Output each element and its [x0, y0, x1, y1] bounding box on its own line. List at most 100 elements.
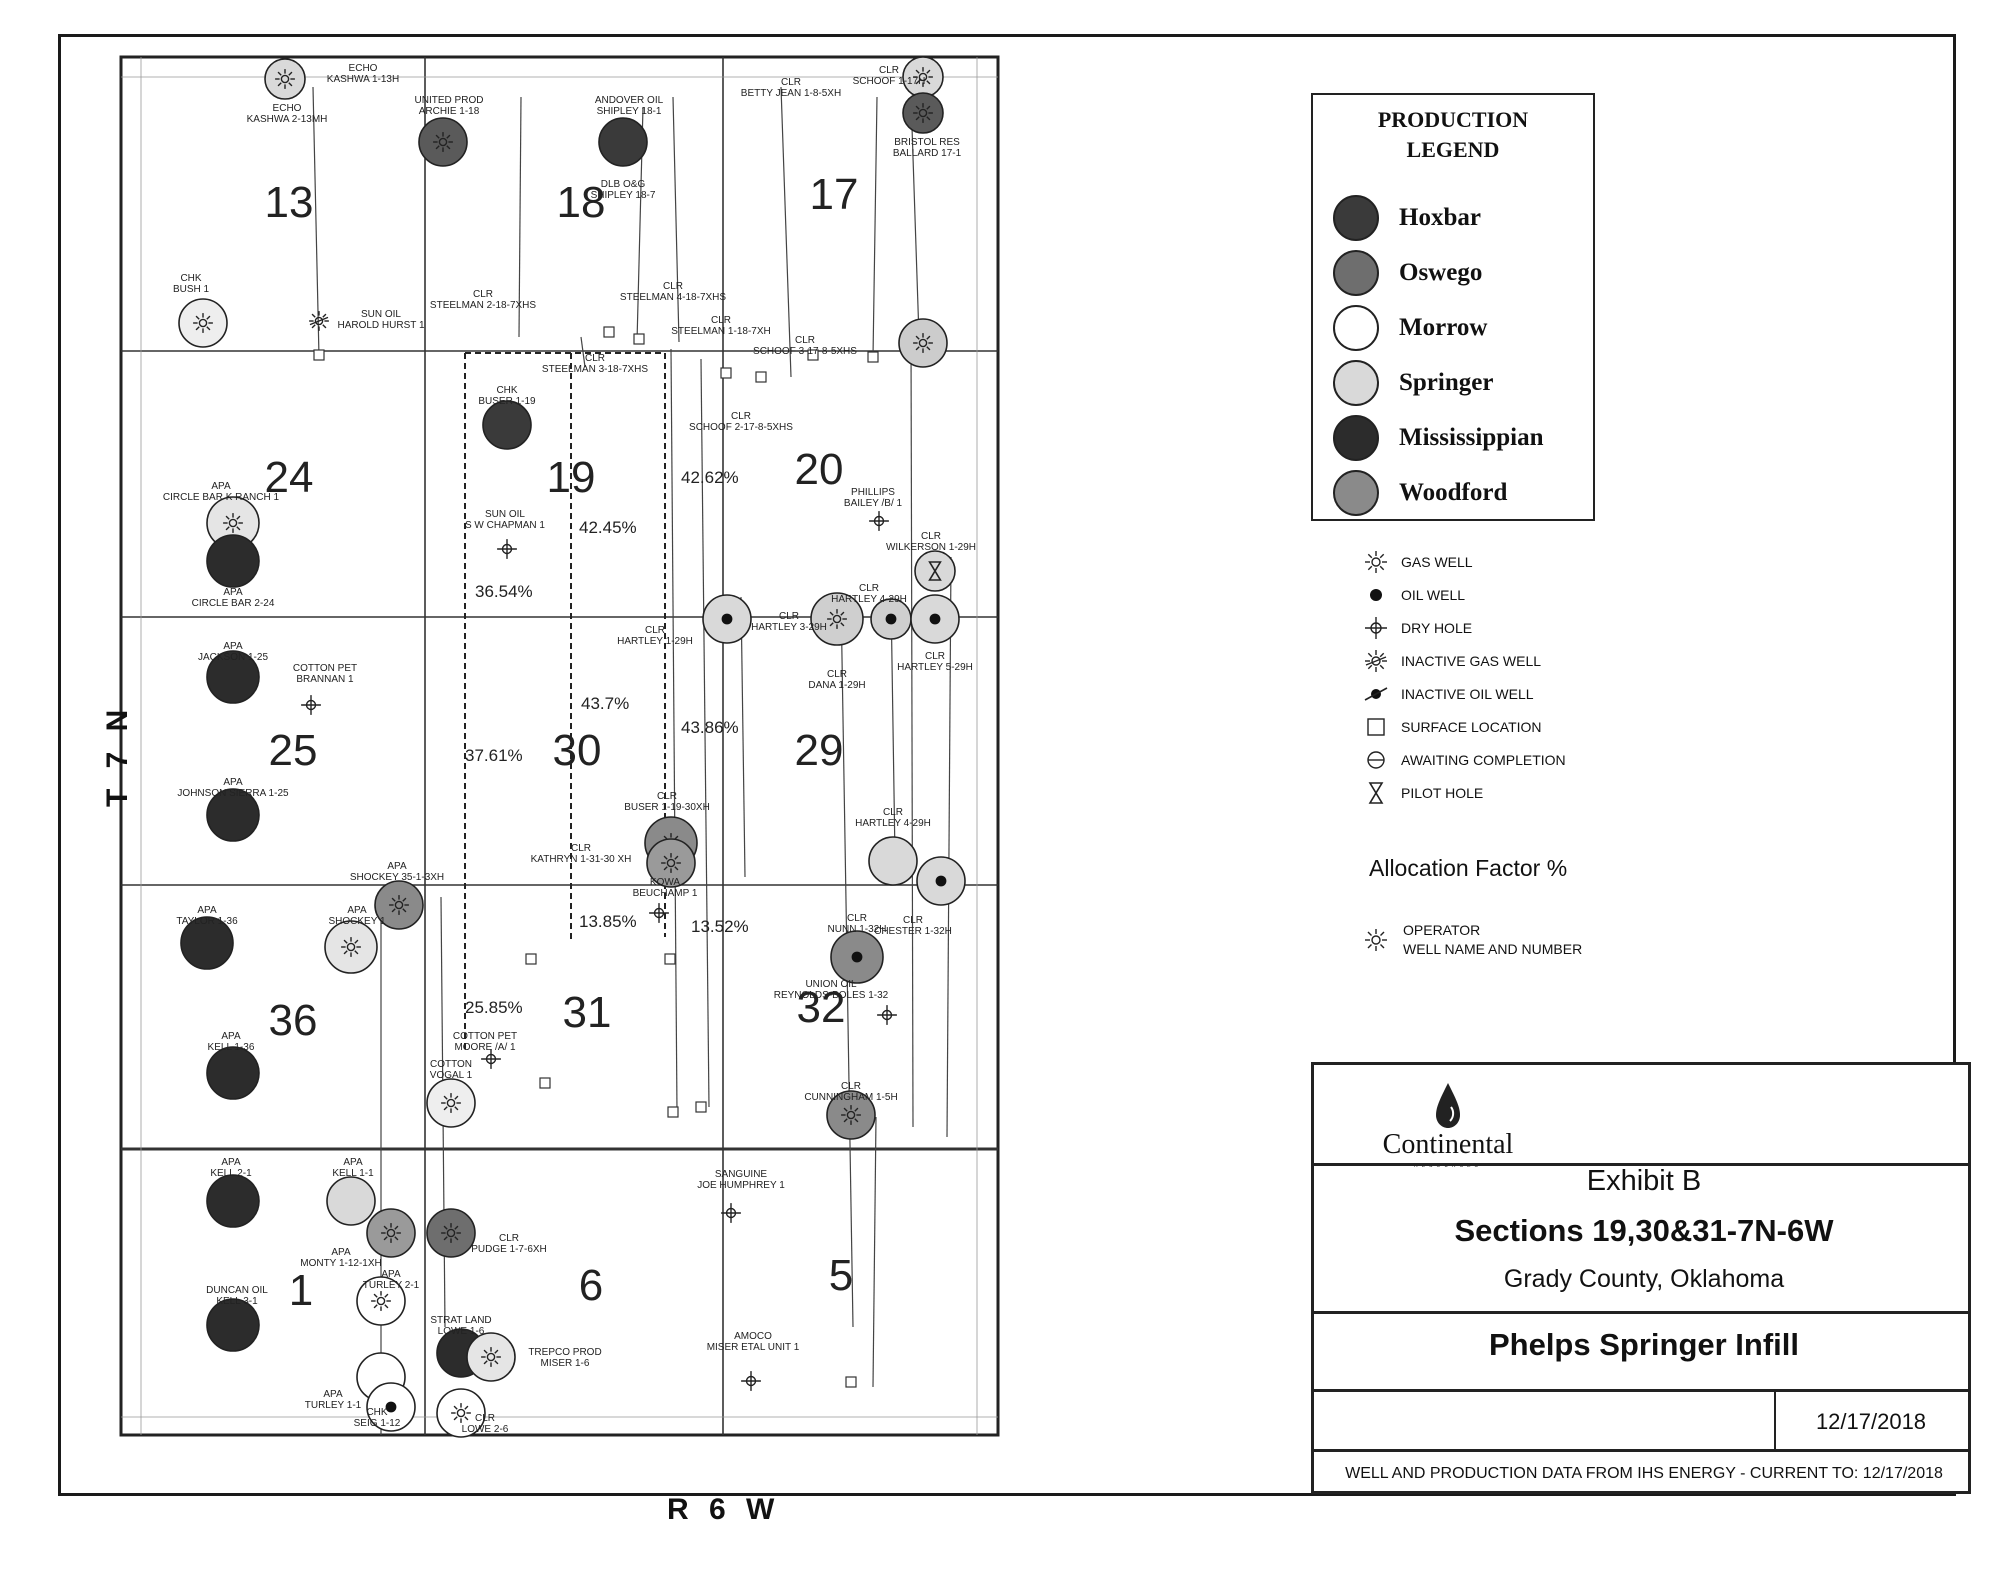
allocation-factor: 25.85%: [465, 998, 523, 1017]
well-name: TURLEY 2-1: [363, 1280, 420, 1291]
well-operator: CLR: [879, 65, 899, 76]
well-name: SHOCKEY 1: [328, 916, 385, 927]
production-circle: [206, 1046, 260, 1100]
symbol-legend-item: OIL WELL: [1361, 578, 1566, 611]
section-number: 1: [289, 1266, 313, 1315]
inactive-gas-well-icon: [309, 311, 329, 331]
symbol-legend-item: INACTIVE GAS WELL: [1361, 644, 1566, 677]
oil-well-icon: [721, 613, 733, 625]
well-operator: APA: [223, 641, 243, 652]
gas-well-icon: [841, 1105, 861, 1125]
well-operator: APA: [223, 777, 243, 788]
symbol-legend-item: AWAITING COMPLETION: [1361, 743, 1566, 776]
company-subtitle: RESOURCES: [1414, 1163, 1482, 1169]
gas-well-icon: [451, 1403, 471, 1423]
allocation-factor-label: Allocation Factor %: [1369, 855, 1568, 881]
legend-label: Hoxbar: [1399, 204, 1481, 231]
well-operator: CLR: [795, 335, 815, 346]
well-operator: COTTON PET: [293, 663, 357, 674]
well-name: PUDGE 1-7-6XH: [471, 1244, 547, 1255]
surface-location-icon: [603, 326, 615, 338]
surface-location-icon: [667, 1106, 679, 1118]
production-circle: [646, 838, 696, 888]
production-circle: [206, 1298, 260, 1352]
section-number: 13: [265, 178, 314, 227]
awaiting-completion-icon: [1367, 750, 1385, 769]
pilot-hole-icon: [1368, 781, 1384, 804]
well-name: HARTLEY 3-29H: [751, 622, 827, 633]
well-name: KATHRYN 1-31-30 XH: [531, 854, 632, 865]
company-name: Continental: [1382, 1129, 1514, 1160]
oil-well-icon: [885, 613, 897, 625]
well-operator: KOWA: [650, 877, 681, 888]
production-circle: [180, 916, 234, 970]
gas-well-icon: [381, 1223, 401, 1243]
production-circle: [366, 1208, 416, 1258]
lateral-line: [740, 596, 746, 878]
well-name: BEUCHAMP 1: [633, 888, 698, 899]
well-operator: UNITED PROD: [415, 95, 484, 106]
legend-item: Mississippian: [1333, 411, 1544, 465]
well-name: BAILEY /B/ 1: [844, 498, 903, 509]
well-name: STEELMAN 1-18-7XH: [671, 326, 770, 337]
well-operator: CLR: [921, 531, 941, 542]
allocation-factor: 36.54%: [475, 582, 533, 601]
legend-swatch: [1333, 305, 1379, 351]
dry-hole-icon: [877, 1005, 897, 1025]
allocation-factor: 13.52%: [691, 917, 749, 936]
well-name: STEELMAN 4-18-7XHS: [620, 292, 726, 303]
well-name: JACKSON 1-25: [198, 652, 268, 663]
well-operator: CLR: [847, 913, 867, 924]
symbol-legend-label: AWAITING COMPLETION: [1401, 751, 1566, 768]
lateral-line: [780, 86, 792, 378]
dry-hole-icon: [497, 539, 517, 559]
well-operator: COTTON PET: [453, 1031, 517, 1042]
inactive-oil-well-icon: [1364, 686, 1388, 701]
well-name: LOWE 2-6: [462, 1424, 509, 1435]
symbol-legend-label: INACTIVE GAS WELL: [1401, 652, 1542, 669]
gas-well-icon: [661, 853, 681, 873]
production-circle: [356, 1276, 406, 1326]
oil-well-icon: [851, 951, 863, 963]
well-operator: CLR: [475, 1413, 495, 1424]
legend-swatch: [1333, 415, 1379, 461]
well-name: CIRCLE BAR K RANCH 1: [163, 492, 280, 503]
section-number: 19: [547, 453, 596, 502]
well-name: SHIPLEY 18-1: [597, 106, 662, 117]
lateral-line: [910, 336, 914, 1128]
well-operator: CLR: [925, 651, 945, 662]
surface-location-icon: [313, 349, 325, 361]
operator-note-line2: WELL NAME AND NUMBER: [1403, 941, 1583, 957]
well-name: BUSER 1-19-30XH: [624, 802, 710, 813]
well-name: KELL 3-1: [216, 1296, 258, 1307]
oil-well-icon: [929, 613, 941, 625]
gas-well-icon: [441, 1093, 461, 1113]
production-circle: [374, 880, 424, 930]
title-separator: [1314, 1311, 1968, 1314]
well-name: CHESTER 1-32H: [874, 926, 952, 937]
allocation-factor: 37.61%: [465, 746, 523, 765]
legend-title: PRODUCTION LEGEND: [1377, 107, 1529, 162]
well-operator: CLR: [473, 289, 493, 300]
well-name: VOGAL 1: [430, 1070, 473, 1081]
symbol-legend-label: GAS WELL: [1401, 553, 1473, 570]
oil-drop-icon: [1436, 1083, 1460, 1128]
allocation-labels: 42.62%42.45%36.54%43.7%43.86%37.61%13.85…: [465, 468, 749, 1017]
